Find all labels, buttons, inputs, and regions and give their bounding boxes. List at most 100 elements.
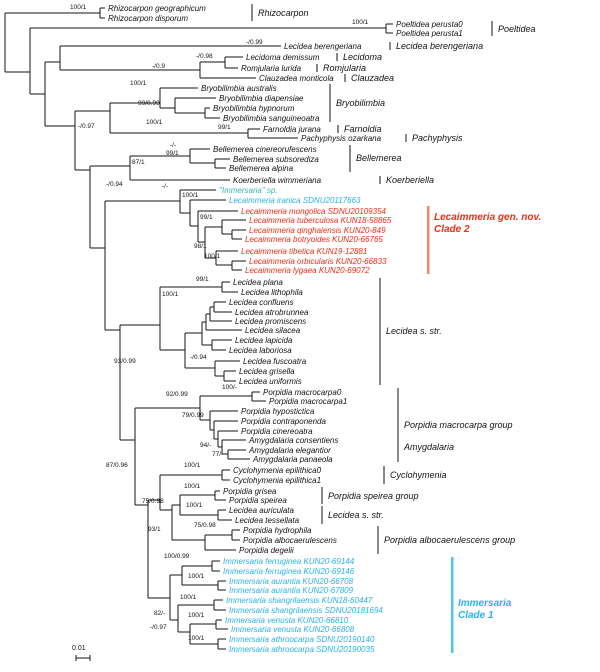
support-value: 99/1 — [218, 124, 231, 131]
support-value: 100/1 — [184, 483, 201, 490]
support-value: 100/1 — [204, 253, 221, 260]
taxon-label: Lecidea promiscens — [235, 317, 307, 326]
clade-label: Clade 2 — [434, 224, 470, 235]
taxon-label: Porpidia speirea — [229, 496, 287, 505]
support-value: -/0.99 — [246, 39, 263, 46]
support-value: -/- — [170, 142, 177, 149]
taxon-label: Amygdalaria consentiens — [249, 436, 339, 445]
support-value: 100/1 — [70, 4, 87, 11]
taxon-label: Lecaimmeria tibetica KUN19-12881 — [241, 247, 368, 256]
taxon-label: Lecidea grisella — [239, 367, 295, 376]
taxon-label: Lecidea fuscoatra — [243, 357, 307, 366]
support-value: 82/- — [154, 610, 166, 617]
taxon-label: Bryobilimbia hypnorum — [213, 104, 295, 113]
support-value: 100/1 — [146, 119, 163, 126]
support-value: -/0.94 — [190, 354, 207, 361]
clade-label: Clade 1 — [458, 610, 494, 621]
support-value: -/0.98 — [196, 53, 213, 60]
support-value: 87/0.96 — [106, 462, 128, 469]
taxon-label: Farnoldia jurana — [263, 125, 321, 134]
clade-label: Lecidoma — [343, 52, 383, 62]
clade-label: Koerberiella — [386, 175, 435, 185]
support-value: 100/- — [222, 384, 237, 391]
support-value: 100/1 — [130, 80, 147, 87]
taxon-label: Immersaria aurantia KUN20-67809 — [229, 586, 354, 595]
taxon-label: Immersaria shangrilaensis SDNU20181694 — [229, 606, 383, 615]
support-value: 99/1 — [196, 276, 209, 283]
taxon-label: Porpidia contraponenda — [241, 417, 326, 426]
clade-label: Romjularia — [323, 63, 367, 73]
taxon-label: Porpidia macrocarpa1 — [269, 397, 348, 406]
support-value: -/0.97 — [78, 123, 95, 130]
taxon-label: Koerberiella wimmeriana — [233, 176, 322, 185]
taxon-label: Clauzadea monticola — [259, 74, 334, 83]
taxon-label: Bellemerea alpina — [229, 164, 294, 173]
taxon-label: Immersaria venusta KUN20-66808 — [231, 625, 355, 634]
taxon-label: Immersaria athroocarpa SDNU20190035 — [229, 645, 375, 654]
taxon-label: Cyclohymenia epilithica0 — [233, 466, 322, 475]
taxon-label: Porpidia albocaerulescens — [243, 536, 337, 545]
taxon-label: Lecaimmeria mongolica SDNU20109354 — [241, 207, 386, 216]
support-value: 100/1 — [188, 612, 205, 619]
support-value: 77/- — [212, 451, 224, 458]
taxon-label: Lecidea atrobrunnea — [235, 308, 309, 317]
taxon-label: Immersaria ferruginea KUN20-69146 — [223, 567, 355, 576]
taxon-label: Poeltidea perusta1 — [396, 29, 463, 38]
support-value: 87/1 — [132, 159, 145, 166]
support-value: 94/- — [200, 442, 212, 449]
scale-bar-label: 0.01 — [72, 645, 86, 652]
support-value: 98/1 — [194, 243, 207, 250]
taxon-label: Lecidea plana — [233, 278, 283, 287]
taxon-label: Romjularia lurida — [241, 64, 302, 73]
taxon-label: Amygdalaria elegantior — [249, 446, 331, 455]
taxon-label: Bryobilimbia diapensiae — [219, 94, 304, 103]
support-value: 100/1 — [188, 573, 205, 580]
taxon-label: Lecidea silacea — [245, 326, 301, 335]
support-value: 100/0.99 — [164, 553, 190, 560]
taxon-label: Lecaimmeria orbicularis KUN20-66833 — [249, 257, 387, 266]
taxon-label: Lecidoma demissum — [246, 53, 320, 62]
support-value: 99/1 — [200, 214, 213, 221]
support-value: 79/0.99 — [182, 412, 204, 419]
taxon-label: Bryobilimbia sanguineoatra — [223, 114, 320, 123]
support-value: 100/1 — [180, 594, 197, 601]
clade-label: Cyclohymenia — [390, 470, 447, 480]
taxon-label: Lecidea tessellata — [235, 516, 300, 525]
support-value: 93/0.99 — [114, 358, 136, 365]
support-value: 99/1 — [166, 150, 179, 157]
taxon-label: Porpidia grisea — [223, 487, 277, 496]
support-value: 100/1 — [162, 291, 179, 298]
taxon-label: Lecaimmeria qinghaiensis KUN20-849 — [249, 226, 386, 235]
taxon-label: Lecaimmeria lygaea KUN20-69072 — [245, 266, 370, 275]
clade-label: Farnoldia — [344, 124, 382, 134]
clade-label: Lecidea s. str. — [386, 326, 442, 336]
taxon-label: "Immersaria" sp. — [219, 186, 278, 195]
clade-label: Porpidia macrocarpa group — [404, 420, 513, 430]
taxon-label: Lecaimmeria botryoides KUN20-66765 — [245, 235, 383, 244]
taxon-label: Lecidea confluens — [229, 298, 294, 307]
clade-label: Lecaimmeria gen. nov. — [434, 212, 542, 223]
support-value: 92/0.99 — [166, 391, 188, 398]
taxon-label: Bellemerea cinereorufescens — [213, 145, 317, 154]
support-value: -/- — [162, 183, 169, 190]
taxon-label: Bellemerea subsorediza — [233, 155, 319, 164]
taxon-label: Lecidea lapicida — [235, 336, 293, 345]
taxon-label: Rhizocarpon disporum — [108, 14, 189, 23]
taxon-label: Pachyphysis ozarkana — [301, 134, 382, 143]
clade-label: Pachyphysis — [412, 133, 463, 143]
support-value: 75/0.98 — [142, 498, 164, 505]
clade-label: Lecidea s. str. — [328, 510, 384, 520]
taxon-label: Lecidea uniformis — [239, 377, 302, 386]
taxon-label: Porpidia macrocarpa0 — [263, 388, 342, 397]
clade-label: Porpidia speirea group — [328, 491, 419, 501]
taxon-label: Porpidia cinereoatra — [241, 427, 313, 436]
support-value: 75/0.98 — [194, 522, 216, 529]
taxon-label: Lecidea laboriosa — [229, 346, 292, 355]
support-value: 100/1 — [184, 462, 201, 469]
support-value: 100/1 — [188, 635, 205, 642]
support-value: 93/1 — [148, 526, 161, 533]
clade-label: Poeltidea — [498, 24, 536, 34]
taxon-label: Lecidea lithophila — [241, 288, 303, 297]
